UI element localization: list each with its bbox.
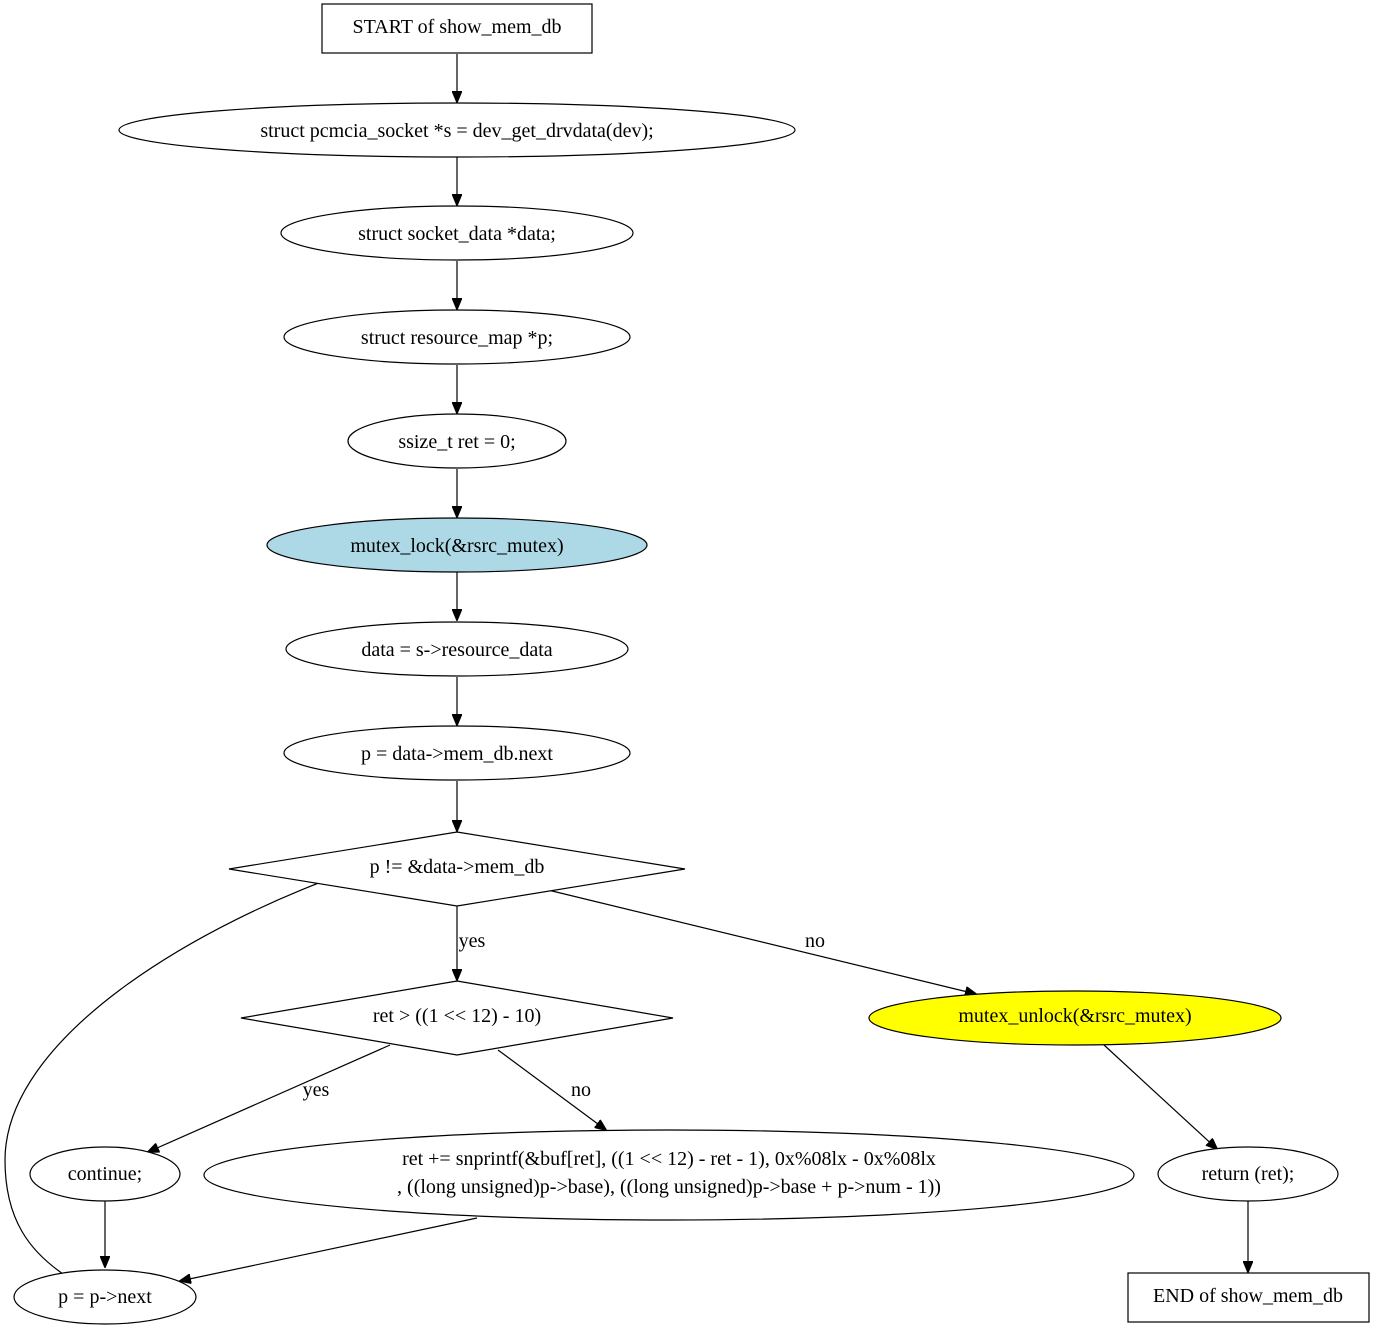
- snprintf-label-line1: ret += snprintf(&buf[ret], ((1 << 12) - …: [402, 1148, 936, 1170]
- loop-condition-label: p != &data->mem_db: [370, 856, 545, 878]
- edges: [4, 54, 1248, 1281]
- edge-label-ret-no: no: [571, 1079, 591, 1101]
- continue-node: continue;: [29, 1146, 181, 1202]
- decl-s-node: struct pcmcia_socket *s = dev_get_drvdat…: [118, 102, 796, 158]
- decl-data-ellipse: [280, 205, 634, 261]
- end-node: END of show_mem_db: [1127, 1272, 1370, 1323]
- return-label: return (ret);: [1202, 1163, 1295, 1185]
- end-label: END of show_mem_db: [1153, 1285, 1343, 1307]
- edge-ret-yes: [148, 1044, 391, 1152]
- decl-s-label: struct pcmcia_socket *s = dev_get_drvdat…: [260, 120, 653, 142]
- decl-s-ellipse: [118, 102, 796, 158]
- assign-p-node: p = data->mem_db.next: [283, 725, 631, 781]
- mutex-unlock-ellipse: [868, 990, 1282, 1046]
- edge-p-next-loop-back: [4, 865, 368, 1277]
- return-node: return (ret);: [1157, 1146, 1339, 1202]
- edge-ret-no: [497, 1049, 606, 1130]
- decl-ret-ellipse: [347, 413, 567, 469]
- assign-p-label: p = data->mem_db.next: [361, 743, 553, 765]
- p-next-label: p = p->next: [58, 1286, 152, 1308]
- snprintf-label-line2: , ((long unsigned)p->base), ((long unsig…: [397, 1176, 941, 1198]
- assign-p-ellipse: [283, 725, 631, 781]
- start-node: START of show_mem_db: [321, 3, 593, 54]
- edge-labels: yes no yes no: [303, 930, 825, 1101]
- decl-p-ellipse: [283, 309, 631, 365]
- mutex-unlock-label: mutex_unlock(&rsrc_mutex): [958, 1005, 1191, 1027]
- mutex-lock-node: mutex_lock(&rsrc_mutex): [266, 517, 648, 573]
- ret-condition-diamond: [240, 980, 674, 1056]
- decl-ret-label: ssize_t ret = 0;: [398, 431, 515, 453]
- edge-snprintf-to-p-next: [180, 1217, 478, 1281]
- continue-ellipse: [29, 1146, 181, 1202]
- decl-data-node: struct socket_data *data;: [280, 205, 634, 261]
- assign-data-ellipse: [285, 621, 629, 677]
- nodes: START of show_mem_db struct pcmcia_socke…: [13, 3, 1370, 1325]
- assign-data-label: data = s->resource_data: [361, 639, 552, 661]
- snprintf-ellipse: [203, 1129, 1135, 1221]
- ret-condition-node: ret > ((1 << 12) - 10): [240, 980, 674, 1056]
- continue-label: continue;: [68, 1163, 142, 1185]
- start-label: START of show_mem_db: [352, 16, 561, 38]
- end-box: [1127, 1272, 1370, 1323]
- edge-label-ret-yes: yes: [303, 1079, 330, 1101]
- edge-label-loop-no: no: [805, 930, 825, 952]
- return-ellipse: [1157, 1146, 1339, 1202]
- assign-data-node: data = s->resource_data: [285, 621, 629, 677]
- mutex-lock-ellipse: [266, 517, 648, 573]
- ret-condition-label: ret > ((1 << 12) - 10): [373, 1005, 541, 1027]
- decl-ret-node: ssize_t ret = 0;: [347, 413, 567, 469]
- loop-condition-diamond: [228, 831, 686, 907]
- snprintf-node: ret += snprintf(&buf[ret], ((1 << 12) - …: [203, 1129, 1135, 1221]
- decl-p-node: struct resource_map *p;: [283, 309, 631, 365]
- start-box: [321, 3, 593, 54]
- edge-unlock-to-return: [1103, 1044, 1217, 1149]
- edge-loop-no: [547, 889, 976, 994]
- decl-p-label: struct resource_map *p;: [361, 327, 553, 349]
- p-next-node: p = p->next: [13, 1269, 197, 1325]
- p-next-ellipse: [13, 1269, 197, 1325]
- mutex-unlock-node: mutex_unlock(&rsrc_mutex): [868, 990, 1282, 1046]
- mutex-lock-label: mutex_lock(&rsrc_mutex): [350, 535, 563, 557]
- decl-data-label: struct socket_data *data;: [358, 223, 556, 245]
- edge-label-loop-yes: yes: [459, 930, 486, 952]
- loop-condition-node: p != &data->mem_db: [228, 831, 686, 907]
